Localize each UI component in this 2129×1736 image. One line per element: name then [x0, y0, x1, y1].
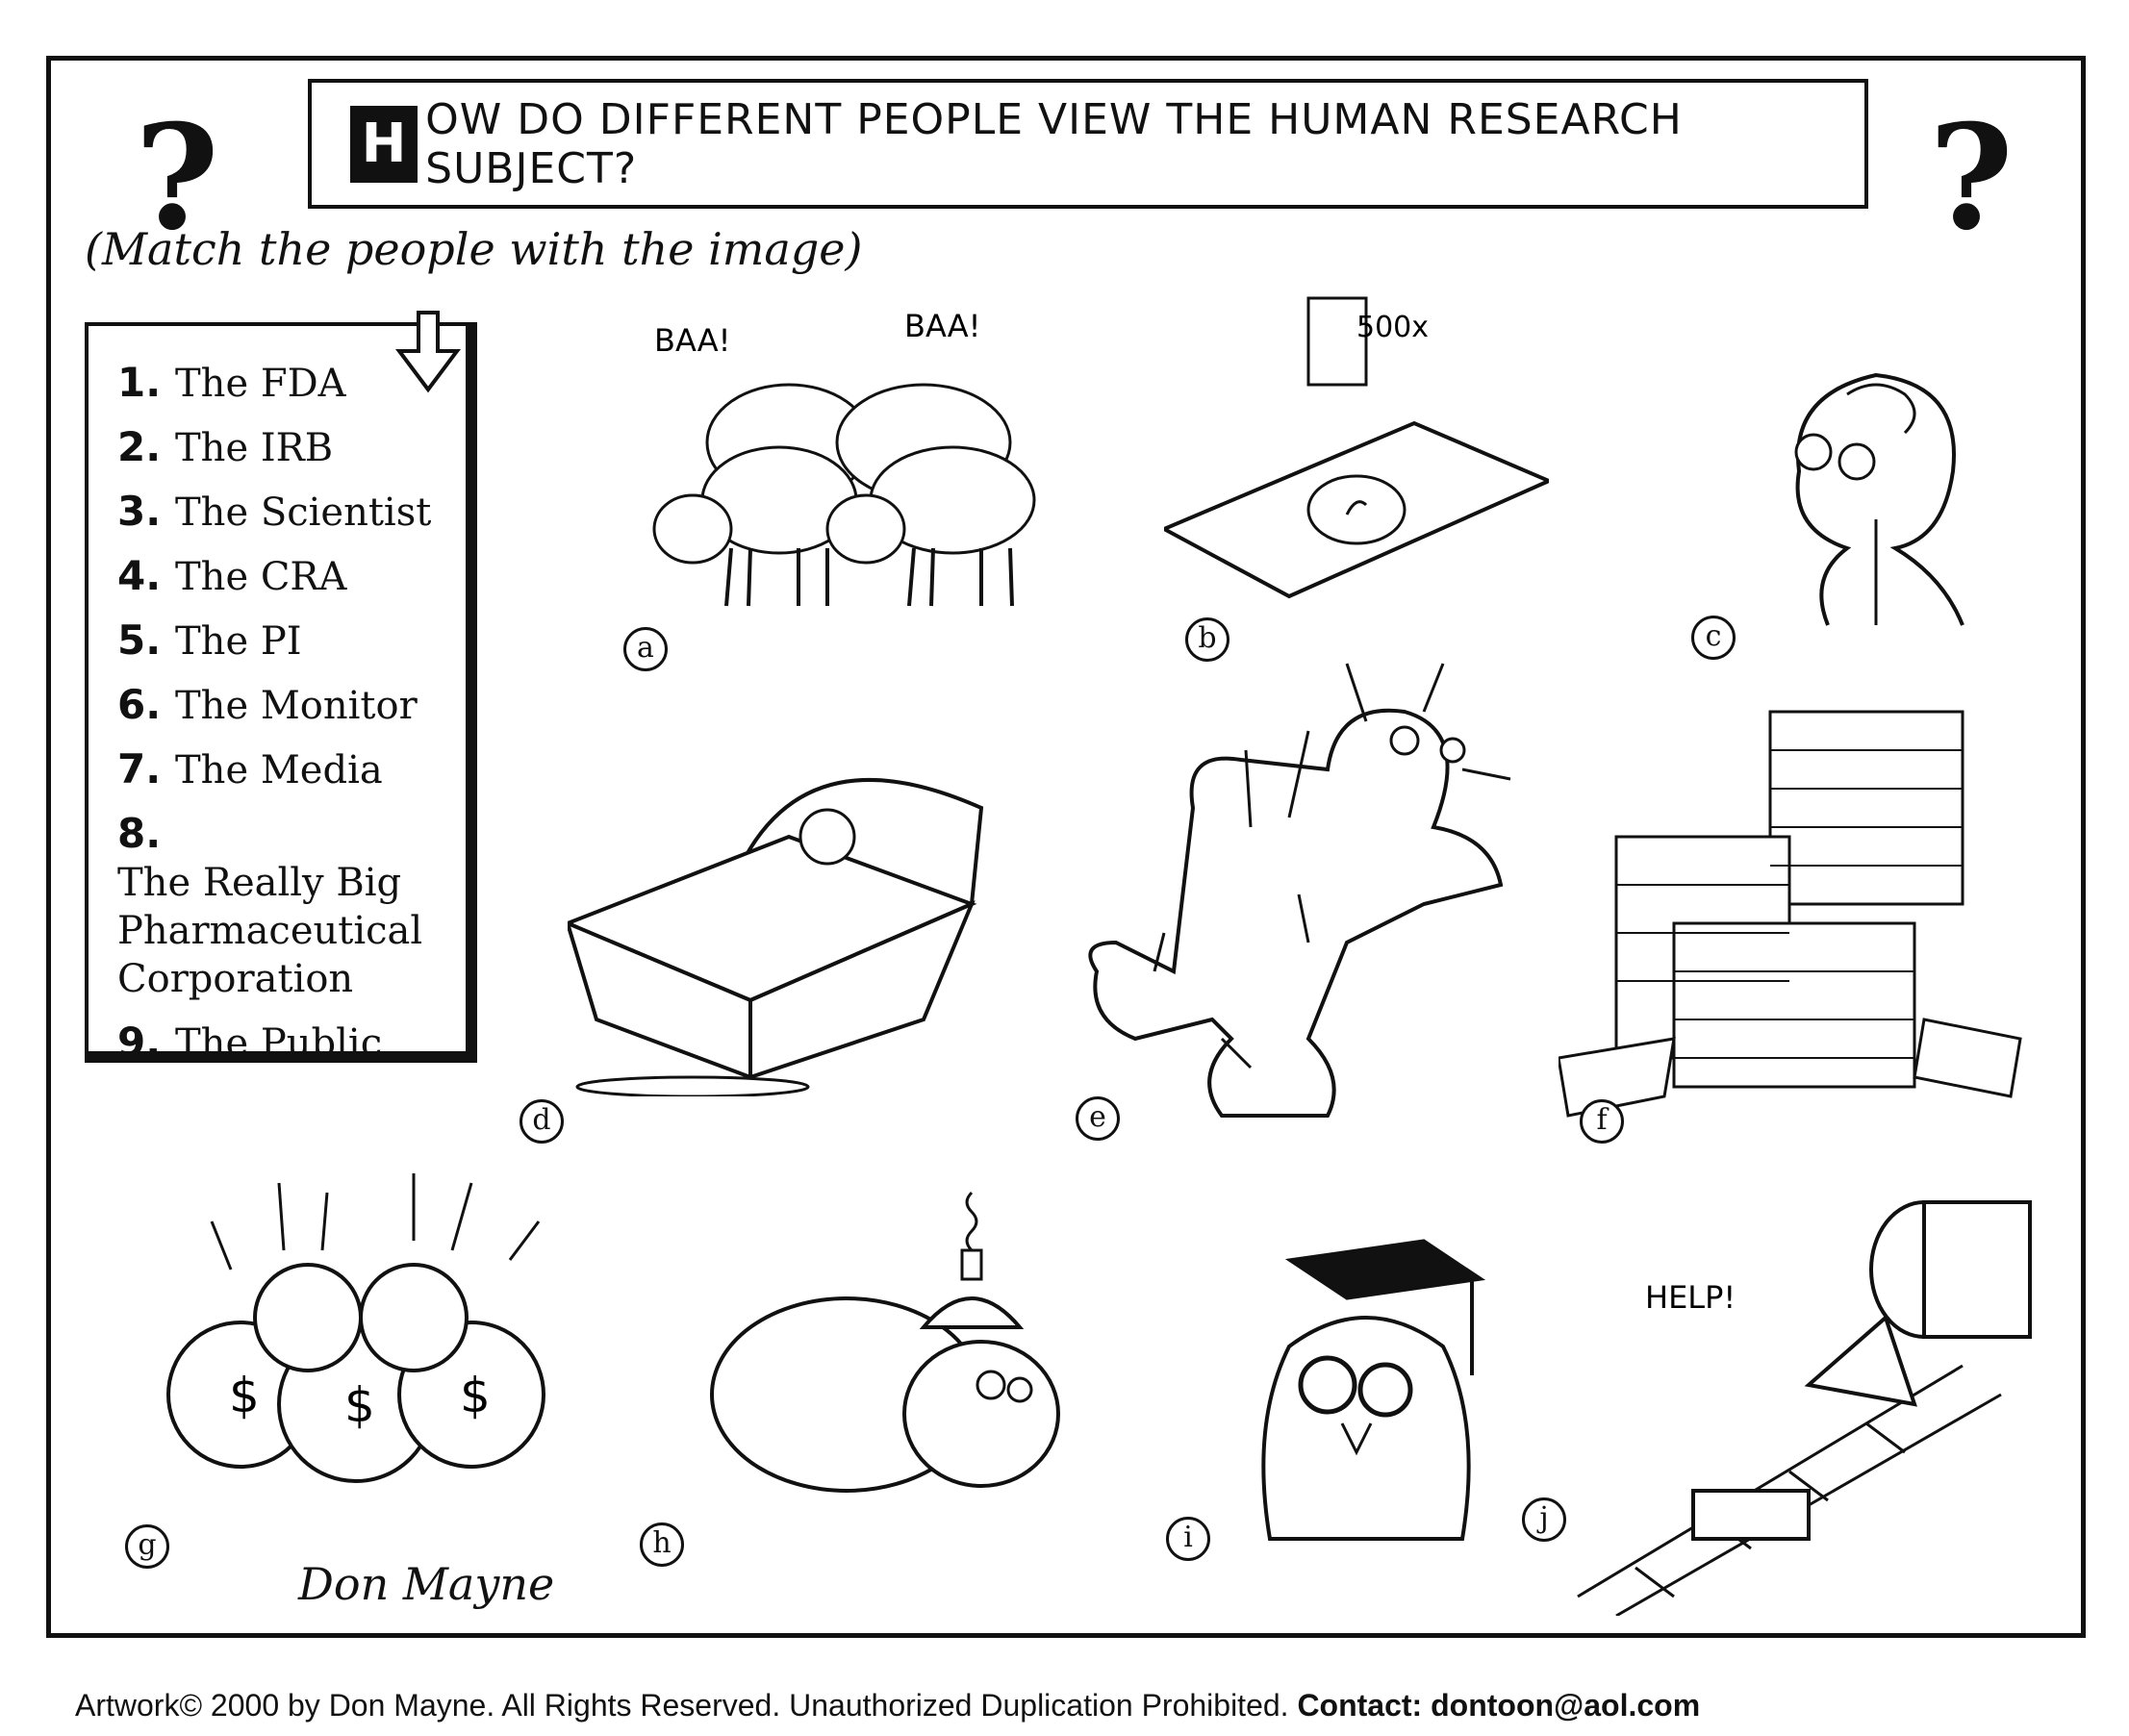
question-mark-right: ?: [1929, 93, 2014, 263]
owl-graduate-icon: [1261, 1239, 1486, 1541]
list-item: 9. The Public: [117, 1011, 466, 1075]
title-box: H OW DO DIFFERENT PEOPLE VIEW THE HUMAN …: [308, 79, 1868, 209]
panel-label-b: b: [1185, 617, 1229, 662]
item-number: 6.: [117, 681, 162, 728]
panel-label-h: h: [640, 1522, 684, 1567]
dollar-symbol: $: [344, 1377, 375, 1433]
arrow-down-icon: [395, 311, 461, 393]
item-label: The Scientist: [175, 491, 432, 535]
list-item: 4. The CRA: [117, 544, 466, 609]
item-label: The CRA: [175, 555, 347, 599]
item-label: The Media: [175, 748, 383, 793]
speech-text: HELP!: [1645, 1279, 1736, 1316]
item-number: 5.: [117, 616, 162, 664]
item-label: The FDA: [175, 362, 346, 406]
item-number: 1.: [117, 359, 162, 406]
item-number: 2.: [117, 423, 162, 470]
title-initial: H: [350, 105, 418, 183]
panel-label-a: a: [623, 627, 668, 671]
contact-label: Contact:: [1297, 1688, 1423, 1723]
item-label: The PI: [175, 619, 302, 664]
speech-text: BAA!: [904, 308, 980, 344]
panel-label-g: g: [125, 1524, 169, 1569]
item-label-line1: The Really Big: [117, 861, 402, 905]
anatomy-icon: [1794, 372, 1964, 626]
list-item: 3. The Scientist: [117, 480, 466, 544]
item-label: The Monitor: [175, 684, 418, 728]
subtitle: (Match the people with the image): [85, 223, 863, 275]
guinea-pig-icon: [710, 1191, 1060, 1493]
panel-label-e: e: [1076, 1096, 1120, 1141]
list-item: 1. The FDA: [117, 351, 466, 415]
item-label-line2: Pharmaceutical: [117, 909, 423, 953]
speech-text: BAA!: [654, 322, 730, 359]
people-list: 1. The FDA 2. The IRB 3. The Scientist 4. Th…: [89, 326, 466, 1075]
magnification-text: 500x: [1356, 311, 1429, 344]
panel-label-c: c: [1691, 616, 1736, 660]
contact-email: dontoon@aol.com: [1431, 1688, 1701, 1723]
people-list-box: 1. The FDA 2. The IRB 3. The Scientist 4. Th…: [85, 322, 477, 1066]
item-number: 9.: [117, 1019, 162, 1066]
question-mark-left: ?: [135, 93, 219, 263]
microscope-slide-icon: 500x: [1164, 296, 1549, 599]
voodoo-doll-icon: [1088, 663, 1511, 1118]
dollar-symbol: $: [229, 1368, 260, 1423]
panel-label-j: j: [1522, 1497, 1566, 1542]
page-title: OW DO DIFFERENT PEOPLE VIEW THE HUMAN RE…: [425, 94, 1683, 193]
train-tracks-icon: HELP!: [1577, 1200, 2032, 1616]
list-item: 2. The IRB: [117, 415, 466, 480]
money-bags-icon: $ $ $: [166, 1173, 545, 1483]
sheep-icon: BAA! BAA!: [652, 308, 1036, 607]
panel-label-d: d: [520, 1099, 564, 1144]
dollar-symbol: $: [460, 1368, 491, 1423]
list-item: 6. The Monitor: [117, 673, 466, 738]
item-number: 7.: [117, 745, 162, 793]
item-number: 3.: [117, 488, 162, 535]
cradle-icon: [568, 778, 984, 1096]
list-item: 7. The Media: [117, 738, 466, 802]
footer: Artwork© 2000 by Don Mayne. All Rights R…: [75, 1688, 1700, 1723]
cartoon-frame: [46, 56, 2086, 1638]
copyright-text: Artwork© 2000 by Don Mayne. All Rights R…: [75, 1688, 1289, 1723]
panel-label-f: f: [1580, 1099, 1624, 1144]
item-label: The Public: [175, 1021, 383, 1066]
item-number: 8.: [117, 810, 162, 857]
list-item: 5. The PI: [117, 609, 466, 673]
artist-signature: Don Mayne: [298, 1558, 555, 1610]
paper-stack-icon: [1559, 710, 2022, 1118]
item-number: 4.: [117, 552, 162, 599]
item-label-line3: Corporation: [117, 957, 354, 1001]
panel-label-i: i: [1166, 1517, 1210, 1561]
item-label: The IRB: [175, 426, 334, 470]
